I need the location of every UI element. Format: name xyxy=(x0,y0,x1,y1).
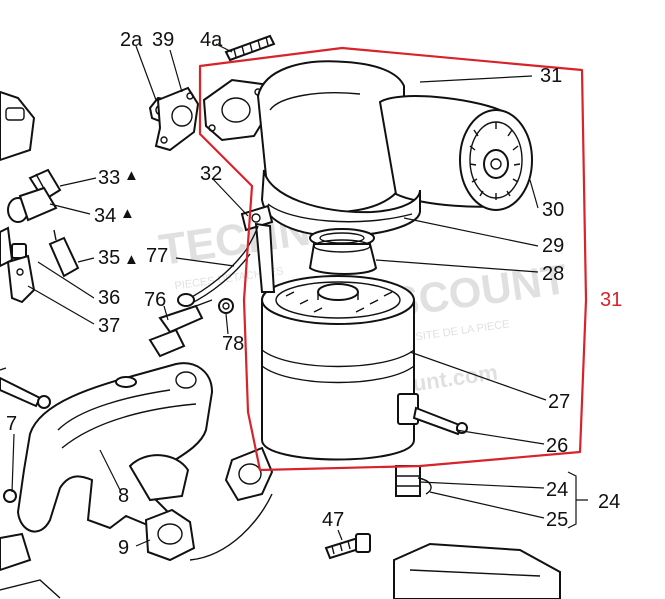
group-outline-part-31 xyxy=(198,46,588,472)
sleeve-part-28 xyxy=(308,239,378,275)
triangle-marker-35: ▲ xyxy=(124,251,139,268)
label-76: 76 xyxy=(144,289,166,311)
engine-block-bottom-right xyxy=(393,542,561,599)
label-24-group: 24 xyxy=(598,491,620,513)
fitting-part-37 xyxy=(6,254,36,304)
label-28: 28 xyxy=(542,263,564,285)
label-29: 29 xyxy=(542,235,564,257)
label-33: 33 xyxy=(98,167,120,189)
label-78: 78 xyxy=(222,333,244,355)
engine-block-left xyxy=(0,90,36,371)
bolt-part-7 xyxy=(0,376,51,503)
fitting-part-34 xyxy=(7,186,58,223)
manifold-part-8 xyxy=(16,362,214,533)
label-7: 7 xyxy=(6,413,17,435)
label-32: 32 xyxy=(200,163,222,185)
gasket-part-9 xyxy=(0,446,274,599)
group-bracket-part-24 xyxy=(567,471,588,529)
fitting-part-36 xyxy=(11,243,27,259)
label-26: 26 xyxy=(546,435,568,457)
washer-part-78 xyxy=(218,298,234,314)
pipe-part-77 xyxy=(177,225,259,307)
air-filter-housing-part-31 xyxy=(202,60,533,238)
bolt-part-47 xyxy=(324,533,371,560)
label-31-top: 31 xyxy=(540,65,562,87)
triangle-marker-34: ▲ xyxy=(120,205,135,222)
label-2a: 2a xyxy=(120,29,143,51)
sensor-part-76 xyxy=(148,299,213,358)
label-27: 27 xyxy=(548,391,570,413)
label-47: 47 xyxy=(322,509,344,531)
label-30: 30 xyxy=(542,199,564,221)
label-34: 34 xyxy=(94,205,116,227)
filter-bowl-part-27 xyxy=(261,275,415,461)
callout-labels: 2a 39 4a 31 33 ▲ 34 ▲ 35 ▲ 32 77 36 37 7… xyxy=(6,29,622,559)
stud-part-4a xyxy=(224,34,276,62)
label-4a: 4a xyxy=(200,29,223,51)
label-77: 77 xyxy=(146,245,168,267)
gasket-part-39 xyxy=(154,86,200,152)
label-35: 35 xyxy=(98,247,120,269)
label-36: 36 xyxy=(98,287,120,309)
label-37: 37 xyxy=(98,315,120,337)
clamp-part-26 xyxy=(397,393,468,436)
triangle-marker-33: ▲ xyxy=(124,167,139,184)
label-31-group: 31 xyxy=(600,289,622,311)
label-25: 25 xyxy=(546,509,568,531)
label-8: 8 xyxy=(118,485,129,507)
fitting-part-35 xyxy=(48,229,80,278)
drain-valve-part-24 xyxy=(395,465,421,497)
label-24: 24 xyxy=(546,479,568,501)
label-9: 9 xyxy=(118,537,129,559)
leader-lines xyxy=(11,43,547,547)
label-39: 39 xyxy=(152,29,174,51)
clip-part-25 xyxy=(417,477,432,495)
